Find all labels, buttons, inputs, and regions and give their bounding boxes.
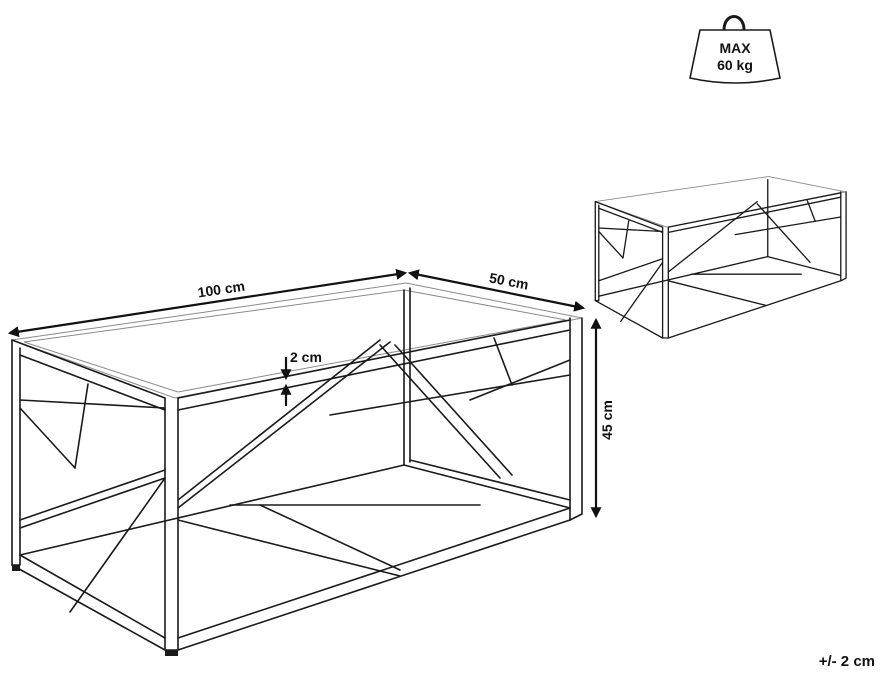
foot-front-middle [165,650,178,656]
dimension-length: 100 cm [7,268,408,338]
dimension-height: 45 cm [590,317,615,519]
left-side-struts [19,383,166,613]
glass-top [11,282,583,399]
dimension-glass-thickness: 2 cm [280,349,322,406]
max-load-value: 60 kg [717,57,753,73]
glass-top-inner [23,289,567,393]
coffee-table-main-view [11,282,583,656]
tolerance-note: +/- 2 cm [818,653,875,670]
foot-front-left [12,565,20,571]
front-side-struts [177,337,571,577]
dimension-height-label: 45 cm [599,400,615,440]
max-load-illustration: MAX 60 kg [594,15,847,339]
frame-outline [11,287,583,651]
weight-icon: MAX 60 kg [689,15,781,84]
dimension-depth-label: 50 cm [488,269,530,292]
max-load-label: MAX [719,40,751,56]
dimension-glass-thickness-label: 2 cm [290,349,322,365]
coffee-table-mini [594,176,847,339]
dimension-depth: 50 cm [407,269,586,312]
dimension-length-label: 100 cm [197,278,246,301]
